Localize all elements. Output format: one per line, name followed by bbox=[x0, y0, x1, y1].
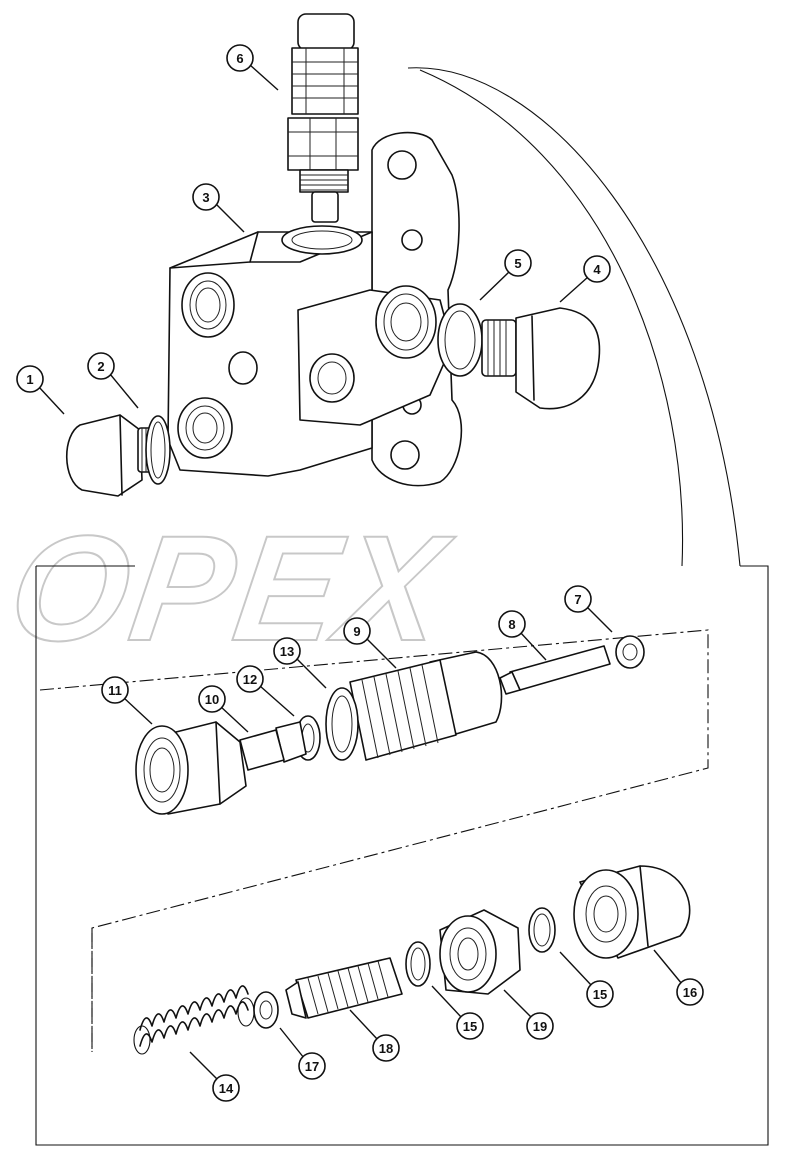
part-14-spring bbox=[133, 985, 255, 1055]
watermark: OPEX bbox=[1, 505, 462, 672]
svg-text:1: 1 bbox=[26, 372, 33, 387]
detail-frame bbox=[35, 67, 769, 1146]
part-15-o-ring-right bbox=[528, 907, 556, 953]
svg-text:16: 16 bbox=[683, 985, 697, 1000]
svg-text:17: 17 bbox=[305, 1059, 319, 1074]
part-6-relief-cartridge bbox=[287, 13, 359, 223]
part-11-cap-nut bbox=[135, 721, 247, 815]
callout-13: 13 bbox=[273, 637, 327, 689]
callout-2: 2 bbox=[87, 352, 139, 409]
callout-6: 6 bbox=[226, 44, 279, 91]
part-2-seal-ring bbox=[145, 415, 171, 485]
part-3-valve-body bbox=[167, 131, 463, 487]
callouts: 1 2 3 4 5 6 7 8 9 10 11 12 13 14 15 15 1… bbox=[16, 44, 704, 1102]
part-10-poppet bbox=[239, 721, 307, 771]
part-1-plug bbox=[65, 414, 159, 497]
svg-text:10: 10 bbox=[205, 692, 219, 707]
svg-text:3: 3 bbox=[202, 190, 209, 205]
svg-text:19: 19 bbox=[533, 1019, 547, 1034]
part-13-ring bbox=[325, 687, 359, 761]
svg-text:9: 9 bbox=[353, 624, 360, 639]
callout-14: 14 bbox=[189, 1051, 240, 1102]
callout-5: 5 bbox=[479, 249, 532, 301]
callout-10: 10 bbox=[198, 685, 249, 733]
svg-text:8: 8 bbox=[508, 617, 515, 632]
part-16-cap bbox=[573, 865, 691, 959]
cartridge-group-outline bbox=[39, 629, 709, 1052]
svg-text:7: 7 bbox=[574, 592, 581, 607]
part-19-lock-nut bbox=[439, 909, 521, 995]
svg-text:14: 14 bbox=[219, 1081, 234, 1096]
svg-text:4: 4 bbox=[593, 262, 601, 277]
svg-text:18: 18 bbox=[379, 1041, 393, 1056]
callout-1: 1 bbox=[16, 365, 65, 415]
callout-15-left: 15 bbox=[431, 985, 484, 1040]
callout-17: 17 bbox=[279, 1027, 326, 1080]
callout-8: 8 bbox=[498, 610, 547, 661]
part-5-o-ring bbox=[437, 303, 483, 377]
callout-18: 18 bbox=[349, 1009, 400, 1062]
part-9-cartridge-body bbox=[349, 651, 503, 761]
svg-text:5: 5 bbox=[514, 256, 521, 271]
part-17-washer bbox=[253, 991, 279, 1029]
part-7-washer bbox=[615, 635, 645, 669]
callout-15-right: 15 bbox=[559, 951, 614, 1008]
svg-text:2: 2 bbox=[97, 359, 104, 374]
svg-text:15: 15 bbox=[463, 1019, 477, 1034]
part-8-pin bbox=[499, 645, 611, 695]
svg-text:12: 12 bbox=[243, 672, 257, 687]
svg-text:15: 15 bbox=[593, 987, 607, 1002]
callout-9: 9 bbox=[343, 617, 397, 669]
svg-text:11: 11 bbox=[108, 683, 122, 698]
callout-3: 3 bbox=[192, 183, 245, 233]
svg-text:13: 13 bbox=[280, 644, 294, 659]
callout-12: 12 bbox=[236, 665, 295, 717]
part-15-o-ring-left bbox=[405, 941, 431, 987]
part-18-threaded-spindle bbox=[285, 957, 403, 1019]
svg-text:6: 6 bbox=[236, 51, 243, 66]
callout-11: 11 bbox=[101, 676, 153, 725]
callout-19: 19 bbox=[503, 989, 554, 1040]
callout-4: 4 bbox=[559, 255, 611, 303]
callout-7: 7 bbox=[564, 585, 613, 633]
callout-16: 16 bbox=[653, 949, 704, 1006]
part-4-plug bbox=[481, 307, 601, 410]
